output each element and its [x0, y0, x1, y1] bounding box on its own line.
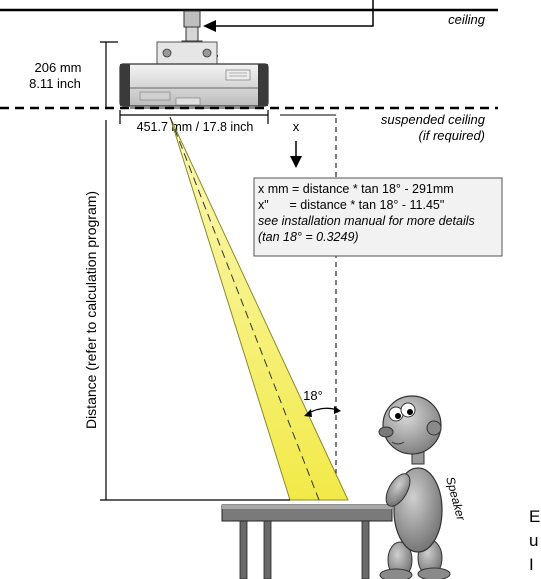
distance-dimension — [100, 120, 290, 501]
ceiling-label: ceiling — [448, 12, 486, 27]
side-text-line-1: E — [529, 507, 541, 526]
width-label: 451.7 mm / 17.8 inch — [137, 120, 254, 134]
mount-pointer-arrow — [203, 0, 374, 32]
table — [221, 504, 393, 579]
distance-label: Distance (refer to calculation program) — [83, 191, 99, 429]
x-arrow — [290, 141, 302, 168]
formula-line-inch: x" = distance * tan 18° - 11.45" — [258, 198, 444, 212]
height-dimension — [100, 41, 118, 108]
formula-line-mm: x mm = distance * tan 18° - 291mm — [258, 182, 454, 196]
side-text-line-3: I — [529, 555, 534, 574]
height-mm-label: 206 mm — [35, 60, 82, 75]
cut-off-side-text: E u I — [529, 505, 540, 577]
formula-box — [253, 177, 503, 257]
suspended-ceiling-label: suspended ceiling — [381, 112, 486, 127]
speaker-figure — [378, 395, 451, 579]
height-inch-label: 8.11 inch — [29, 76, 81, 91]
angle-arc — [306, 407, 339, 415]
suspended-ceiling-note: (if required) — [419, 128, 485, 143]
x-label: x — [293, 119, 300, 134]
angle-label: 18° — [303, 388, 323, 403]
width-dimension — [119, 110, 269, 124]
formula-manual-note: see installation manual for more details — [258, 214, 475, 228]
light-beam — [169, 116, 349, 501]
speaker-label: Speaker — [443, 475, 468, 523]
beam-center-line — [169, 116, 320, 501]
projector — [119, 41, 269, 109]
formula-tan-note: (tan 18° = 0.3249) — [258, 230, 359, 244]
side-text-line-2: u — [529, 531, 539, 550]
